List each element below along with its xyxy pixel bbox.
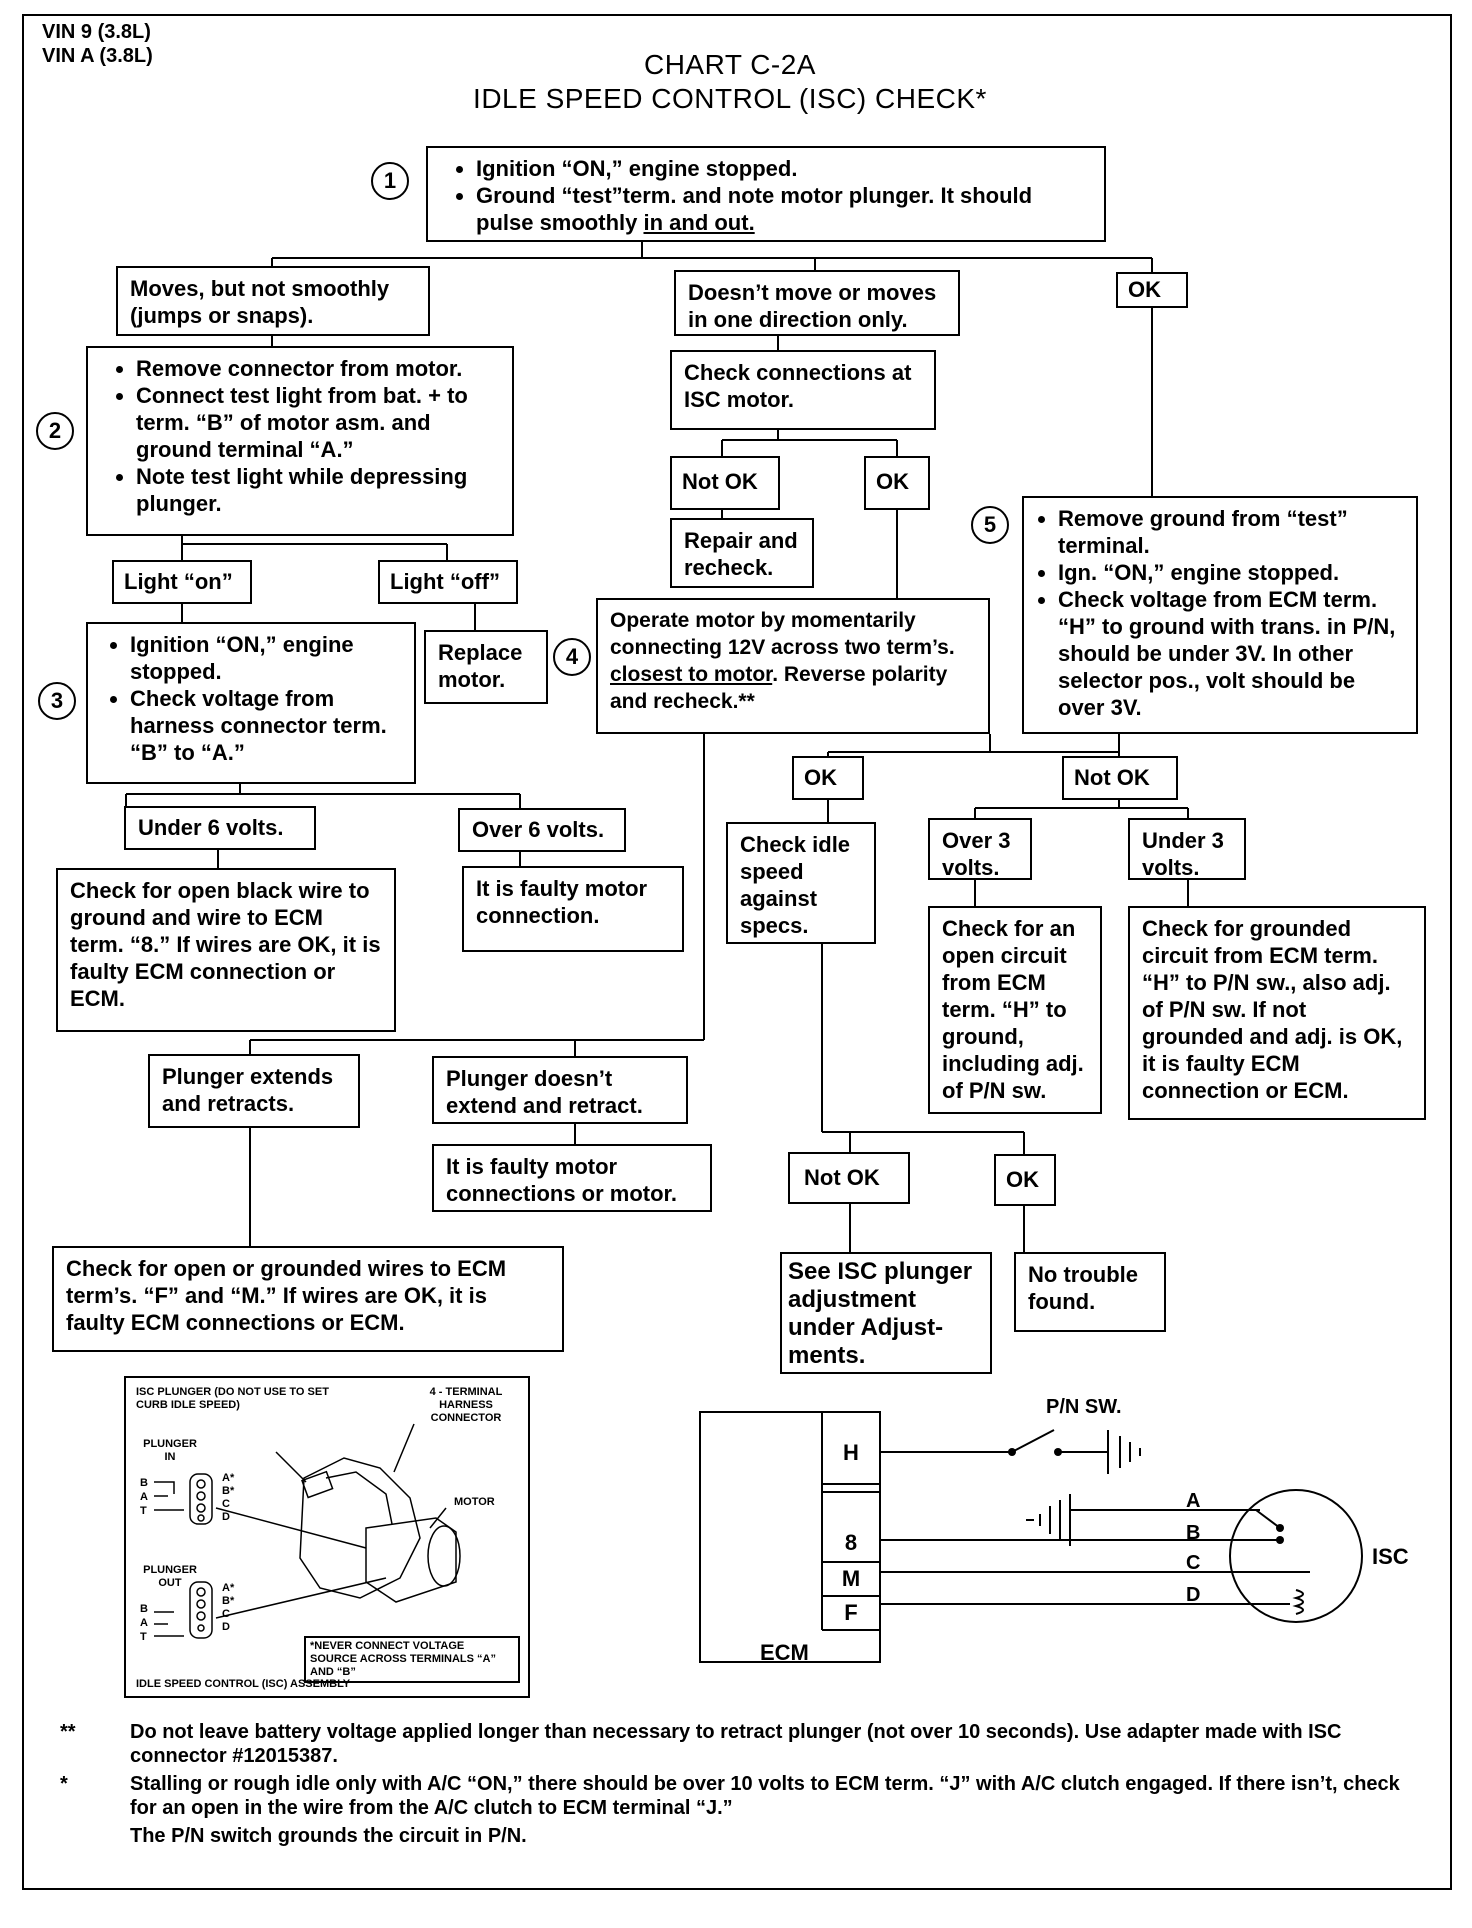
faulty-motor-connections-box: It is faulty motor connections or motor. <box>432 1144 712 1212</box>
footnote-3: The P/N switch grounds the circuit in P/… <box>130 1825 527 1847</box>
isc-motor-drawing <box>154 1423 461 1639</box>
step-4-marker: 4 <box>553 638 591 676</box>
not-ok-2-box: Not OK <box>1062 756 1178 800</box>
ecm-pin-f: F <box>844 1600 858 1625</box>
ecm-pin-8: 8 <box>844 1530 858 1555</box>
not-ok-3-box: Not OK <box>788 1152 910 1204</box>
wiring-lines <box>699 1411 1363 1663</box>
step-2-line-1: Remove connector from motor. <box>136 355 500 382</box>
over-3-volts-box: Over 3 volts. <box>928 818 1032 880</box>
ok-3-box: OK <box>994 1154 1056 1206</box>
check-idle-speed-box: Check idle speed against specs. <box>726 822 876 944</box>
check-open-fm-box: Check for open or grounded wires to ECM … <box>52 1246 564 1352</box>
isc-pin-a: A <box>1186 1490 1201 1512</box>
step-1-line-1: Ignition “ON,” engine stopped. <box>476 155 1092 182</box>
plunger-doesnt-box: Plunger doesn’t extend and retract. <box>432 1056 688 1124</box>
check-connections-box: Check connections at ISC motor. <box>670 350 936 430</box>
step-3-line-2: Check voltage from harness connector ter… <box>130 685 402 766</box>
step-2-marker: 2 <box>36 412 74 450</box>
step-5-line-3: Check voltage from ECM term. “H” to grou… <box>1058 586 1404 721</box>
isc-label: ISC <box>1372 1544 1409 1569</box>
light-on-box: Light “on” <box>112 560 252 604</box>
chart-number: CHART C-2A <box>643 49 816 80</box>
step-5-line-2: Ign. “ON,” engine stopped. <box>1058 559 1404 586</box>
not-ok-1-box: Not OK <box>670 456 780 510</box>
plunger-out-label: PLUNGER OUT <box>143 1564 197 1589</box>
assembly-caption: IDLE SPEED CONTROL (ISC) ASSEMBLY <box>136 1678 351 1690</box>
see-isc-adjustment-box: See ISC plunger adjustment under Adjust-… <box>780 1252 992 1374</box>
vin-label-2: VIN A (3.8L) <box>42 45 153 67</box>
footnote-2: *Stalling or rough idle only with A/C “O… <box>60 1773 1400 1819</box>
step-5-box: Remove ground from “test” terminal. Ign.… <box>1022 496 1418 734</box>
moves-not-smoothly-box: Moves, but not smoothly (jumps or snaps)… <box>116 266 430 336</box>
chart-title: IDLE SPEED CONTROL (ISC) CHECK* <box>473 83 987 114</box>
chart-frame <box>22 14 1452 1890</box>
step-2-line-3: Note test light while depressing plunger… <box>136 463 500 517</box>
isc-pin-d: D <box>1186 1584 1201 1606</box>
step-3-box: Ignition “ON,” engine stopped. Check vol… <box>86 622 416 784</box>
under-3-volts-box: Under 3 volts. <box>1128 818 1246 880</box>
harness-callout: 4 - TERMINAL HARNESS CONNECTOR <box>429 1386 503 1424</box>
open-circuit-h-box: Check for an open circuit from ECM term.… <box>928 906 1102 1114</box>
plunger-callout: ISC PLUNGER (DO NOT USE TO SET CURB IDLE… <box>136 1386 329 1411</box>
footnote-1: **Do not leave battery voltage applied l… <box>60 1721 1342 1767</box>
vin-label-1: VIN 9 (3.8L) <box>42 21 151 43</box>
step-4-box: Operate motor by momentarily connecting … <box>596 598 990 734</box>
grounded-circuit-h-box: Check for grounded circuit from ECM term… <box>1128 906 1426 1120</box>
step-2-line-2: Connect test light from bat. + to term. … <box>136 382 500 463</box>
footnotes: **Do not leave battery voltage applied l… <box>60 1720 1400 1852</box>
step-5-line-1: Remove ground from “test” terminal. <box>1058 505 1404 559</box>
plunger-extends-box: Plunger extends and retracts. <box>148 1054 360 1128</box>
over-6-volts-box: Over 6 volts. <box>458 808 626 852</box>
ok-top-box: OK <box>1116 272 1188 308</box>
ecm-pin-h: H <box>843 1440 859 1465</box>
faulty-motor-connection-box: It is faulty motor connection. <box>462 866 684 952</box>
under-6-volts-box: Under 6 volts. <box>124 806 316 850</box>
motor-callout: MOTOR <box>454 1496 495 1508</box>
step-1-marker: 1 <box>371 162 409 200</box>
wiring-dots <box>1008 1448 1284 1544</box>
isc-pin-c: C <box>1186 1552 1201 1574</box>
step-1-box: Ignition “ON,” engine stopped. Ground “t… <box>426 146 1106 242</box>
step-3-marker: 3 <box>38 682 76 720</box>
check-black-wire-box: Check for open black wire to ground and … <box>56 868 396 1032</box>
light-off-box: Light “off” <box>378 560 518 604</box>
ecm-pin-m: M <box>841 1566 861 1591</box>
doesnt-move-box: Doesn’t move or moves in one direction o… <box>674 270 960 336</box>
repair-recheck-box: Repair and recheck. <box>670 518 814 588</box>
step-1-line-2: Ground “test”term. and note motor plunge… <box>476 182 1092 236</box>
replace-motor-box: Replace motor. <box>424 630 548 704</box>
ecm-label: ECM <box>760 1640 809 1665</box>
never-warning: *NEVER CONNECT VOLTAGE SOURCE ACROSS TER… <box>304 1636 520 1683</box>
step-3-line-1: Ignition “ON,” engine stopped. <box>130 631 402 685</box>
ok-1-box: OK <box>864 456 930 510</box>
pn-switch-label: P/N SW. <box>1046 1396 1122 1418</box>
step-5-marker: 5 <box>971 506 1009 544</box>
isc-pin-b: B <box>1186 1522 1201 1544</box>
plunger-in-label: PLUNGER IN <box>143 1438 197 1463</box>
no-trouble-box: No trouble found. <box>1014 1252 1166 1332</box>
ok-2-box: OK <box>792 756 864 800</box>
step-2-box: Remove connector from motor. Connect tes… <box>86 346 514 536</box>
isc-assembly-figure: ISC PLUNGER (DO NOT USE TO SET CURB IDLE… <box>124 1376 530 1698</box>
